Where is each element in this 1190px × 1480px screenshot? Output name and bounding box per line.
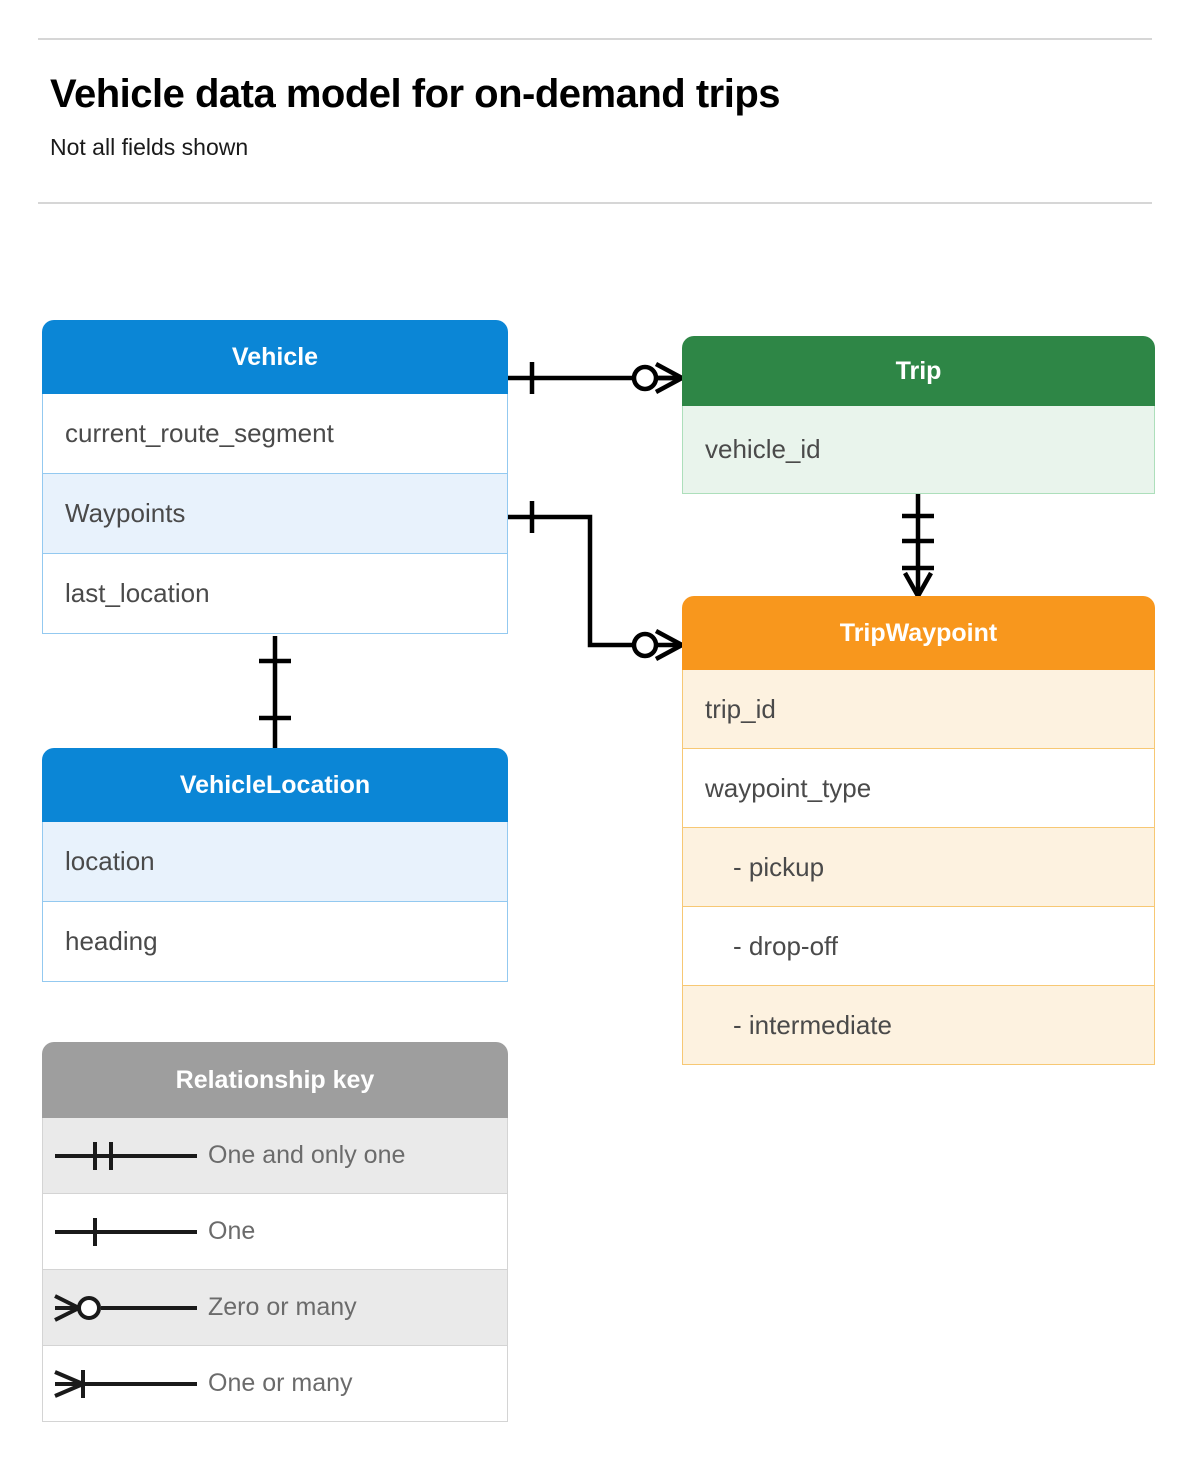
field-last-location[interactable]: last_location [42, 554, 508, 634]
page-subtitle: Not all fields shown [50, 134, 249, 160]
field-heading[interactable]: heading [42, 902, 508, 982]
legend-label: Zero or many [208, 1293, 357, 1321]
one-and-only-one-icon [43, 1136, 208, 1176]
field-waypoint-type[interactable]: waypoint_type [682, 749, 1155, 828]
field-location[interactable]: location [42, 822, 508, 902]
one-icon [43, 1212, 208, 1252]
zero-or-many-icon [43, 1288, 208, 1328]
legend-header: Relationship key [42, 1042, 508, 1118]
legend-item-one-and-only-one[interactable]: One and only one [42, 1118, 508, 1194]
field-trip-id[interactable]: trip_id [682, 670, 1155, 749]
legend-item-one[interactable]: One [42, 1194, 508, 1270]
one-or-many-icon [43, 1364, 208, 1404]
field-vehicle-id[interactable]: vehicle_id [682, 406, 1155, 494]
legend-item-zero-or-many[interactable]: Zero or many [42, 1270, 508, 1346]
enum-drop-off[interactable]: - drop-off [682, 907, 1155, 986]
enum-pickup[interactable]: - pickup [682, 828, 1155, 907]
header-divider-bottom [38, 202, 1152, 204]
entity-vehicle[interactable]: Vehicle current_route_segment Waypoints … [42, 320, 508, 634]
entity-tripwaypoint[interactable]: TripWaypoint trip_id waypoint_type - pic… [682, 596, 1155, 1065]
header-divider-top [38, 38, 1152, 40]
legend-label: One and only one [208, 1141, 406, 1169]
relationship-key-legend[interactable]: Relationship key One and only one One [42, 1042, 508, 1422]
entity-tripwaypoint-header: TripWaypoint [682, 596, 1155, 670]
entity-trip-header: Trip [682, 336, 1155, 406]
entity-vehiclelocation-header: VehicleLocation [42, 748, 508, 822]
legend-item-one-or-many[interactable]: One or many [42, 1346, 508, 1422]
legend-label: One or many [208, 1369, 353, 1397]
entity-trip[interactable]: Trip vehicle_id [682, 336, 1155, 494]
entity-vehiclelocation[interactable]: VehicleLocation location heading [42, 748, 508, 982]
field-current-route-segment[interactable]: current_route_segment [42, 394, 508, 474]
enum-intermediate[interactable]: - intermediate [682, 986, 1155, 1065]
legend-label: One [208, 1217, 256, 1245]
field-waypoints[interactable]: Waypoints [42, 474, 508, 554]
entity-vehicle-header: Vehicle [42, 320, 508, 394]
page-title: Vehicle data model for on-demand trips [50, 72, 781, 116]
